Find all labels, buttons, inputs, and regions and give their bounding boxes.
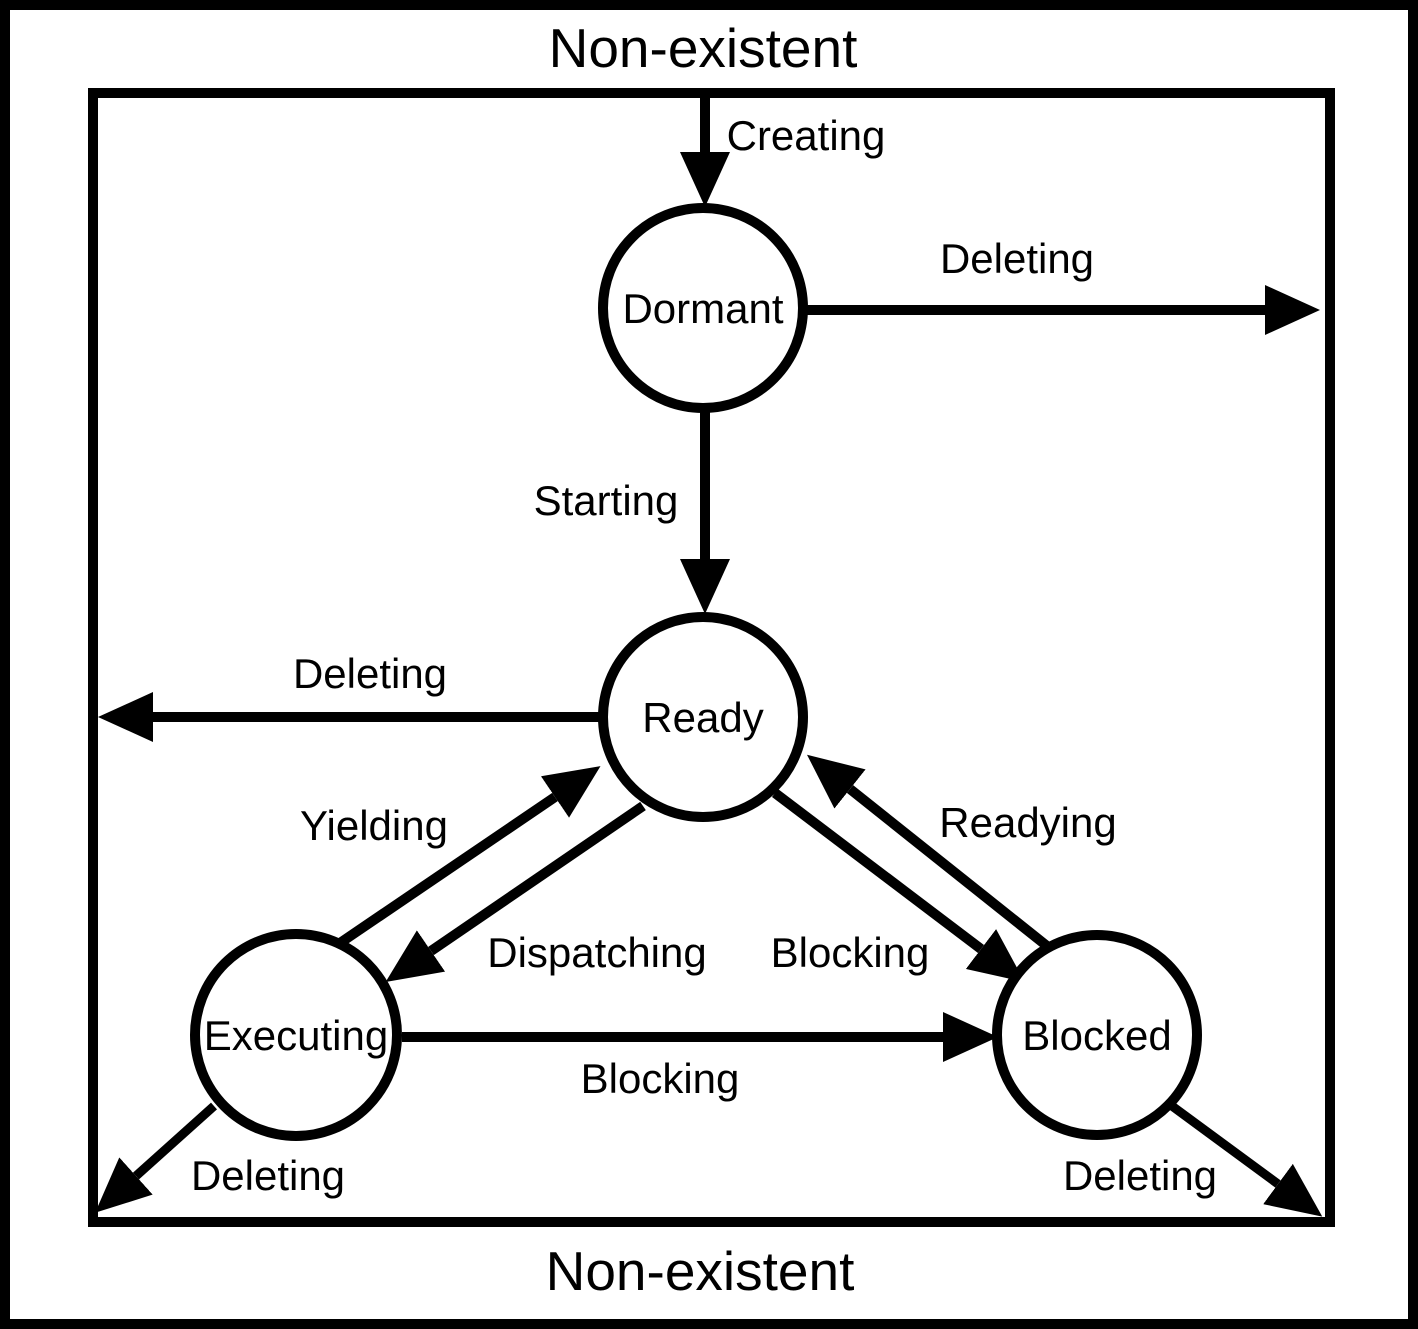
transition-deleting-from-ready: Deleting (98, 650, 600, 742)
yielding-arrow (337, 766, 601, 948)
deleting-ready-label: Deleting (293, 650, 447, 697)
dispatching-label: Dispatching (487, 929, 706, 976)
readying-label: Readying (939, 799, 1116, 846)
transition-deleting-from-executing: Deleting (95, 1102, 345, 1213)
deleting-blocked-arrow (1169, 1102, 1323, 1217)
starting-label: Starting (534, 477, 679, 524)
transition-deleting-from-blocked: Deleting (1063, 1102, 1323, 1217)
blocked-circle (992, 930, 1202, 1140)
deleting-executing-arrow (95, 1102, 218, 1213)
state-executing: Executing (190, 929, 402, 1141)
state-ready: Ready (598, 612, 808, 822)
creating-label: Creating (727, 112, 886, 159)
blocking-ready-label: Blocking (771, 929, 930, 976)
dormant-circle (598, 203, 808, 413)
yielding-label: Yielding (300, 802, 448, 849)
executing-circle (190, 929, 402, 1141)
transition-blocking-from-ready: Blocking (771, 789, 1025, 983)
ready-label: Ready (642, 694, 763, 741)
state-blocked: Blocked (992, 930, 1202, 1140)
transition-readying: Readying (806, 754, 1117, 958)
deleting-dormant-label: Deleting (940, 235, 1094, 282)
transition-yielding: Yielding (300, 766, 601, 948)
inner-frame (88, 88, 1335, 1227)
deleting-executing-label: Deleting (191, 1152, 345, 1199)
dormant-label: Dormant (622, 285, 783, 332)
title-non-existent-top: Non-existent (549, 17, 858, 79)
blocking-ready-arrow (771, 789, 1025, 983)
transition-starting: Starting (534, 411, 730, 614)
deleting-blocked-label: Deleting (1063, 1152, 1217, 1199)
transition-dispatching: Dispatching (385, 801, 707, 983)
transition-creating: Creating (680, 96, 886, 207)
executing-label: Executing (204, 1012, 388, 1059)
readying-arrow (806, 754, 1061, 958)
dispatching-arrow (385, 801, 646, 983)
ready-circle (598, 612, 808, 822)
state-dormant: Dormant (598, 203, 808, 413)
transition-blocking-from-executing: Blocking (402, 1012, 998, 1102)
blocking-executing-label: Blocking (581, 1055, 740, 1102)
title-non-existent-bottom: Non-existent (546, 1240, 855, 1302)
transition-deleting-from-dormant: Deleting (806, 235, 1320, 335)
blocked-label: Blocked (1022, 1012, 1171, 1059)
